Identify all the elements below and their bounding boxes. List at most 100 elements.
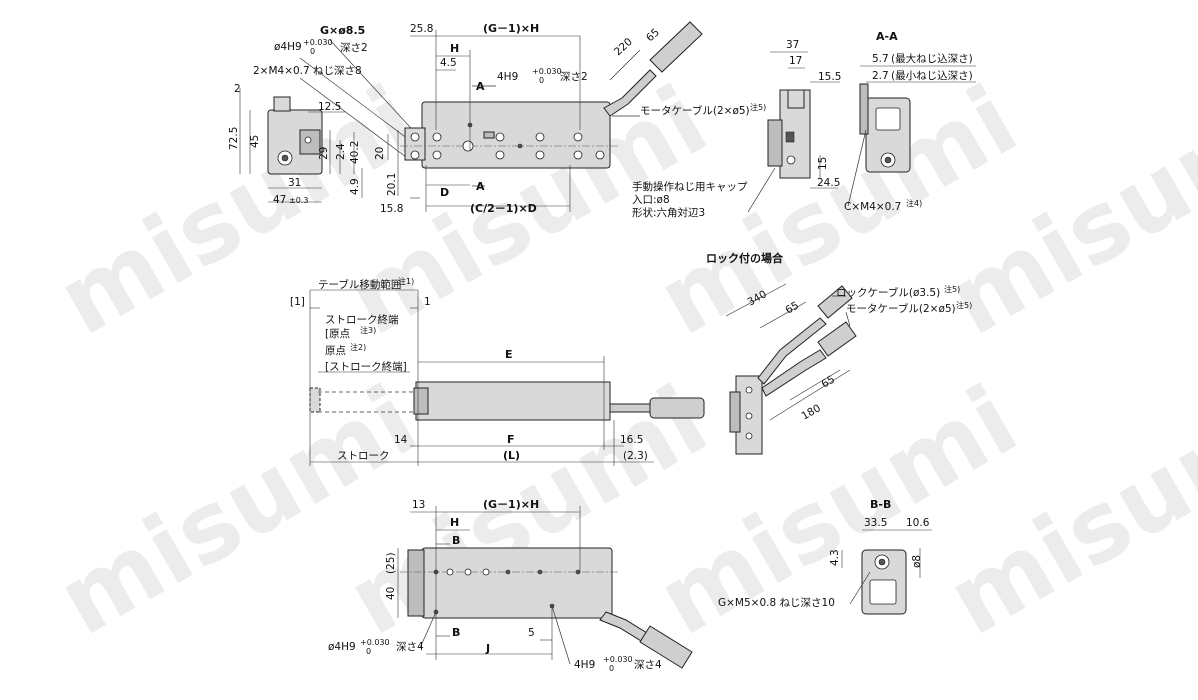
dim-16-5: 16.5 (620, 434, 643, 446)
dim-line (789, 369, 841, 401)
bracket-1: [1] (290, 296, 305, 308)
section-aa-title: A-A (876, 30, 898, 43)
note-5b: 注5) (956, 300, 972, 310)
bottom-view-body (421, 547, 613, 619)
motor-cable (603, 69, 657, 117)
dim-10-6: 10.6 (906, 517, 930, 529)
dim-d: D (440, 186, 449, 199)
dim-1: 1 (424, 296, 431, 308)
tol-top: +0.030 (303, 38, 333, 47)
lock-motor-cable (761, 349, 827, 397)
tol-bottom: 0 (310, 47, 315, 56)
section-bb-cavity (869, 579, 897, 605)
origin: 原点 (325, 345, 346, 357)
dim-14: 14 (394, 434, 408, 446)
dim-37: 37 (786, 39, 799, 51)
side-view-hole (786, 155, 796, 165)
hole (495, 150, 505, 160)
stroke-view-cable (609, 403, 651, 413)
hole (462, 140, 474, 152)
hole (432, 132, 442, 142)
dim-2: 2 (234, 83, 241, 95)
lock-cable (757, 317, 827, 385)
section-aa: A-A 5.7 (最大ねじ込深さ) 2.7 (最小ねじ込深さ) C×M4×0.7… (844, 30, 976, 213)
bottom-connector (639, 625, 693, 669)
manual-screw-1: 手動操作ねじ用キャップ (632, 180, 748, 193)
end-view-connector (273, 96, 291, 112)
dim-line (725, 283, 787, 317)
dim-g1h: (G－1)×H (483, 22, 539, 35)
dim-4-9: 4.9 (349, 178, 361, 195)
hole (745, 386, 753, 394)
tap-note: 2×M4×0.7 ねじ深さ8 (253, 65, 362, 77)
slot (483, 131, 495, 139)
leader (329, 39, 421, 139)
hole (464, 568, 472, 576)
bottom-tol-bottom-2: 0 (609, 664, 614, 673)
dim-c2d: (C/2－1)×D (470, 202, 537, 215)
pin-hole-4h9: 4H9 (497, 71, 518, 83)
g-holes: G×ø8.5 (320, 24, 365, 37)
bottom-pin-hole-2: 4H9 (574, 659, 595, 671)
plan-view-holes (410, 122, 605, 160)
hole (482, 568, 490, 576)
dim-4-3: 4.3 (829, 549, 841, 566)
pin-hole-label: ø4H9 (274, 41, 302, 53)
dim-15-5: 15.5 (818, 71, 841, 83)
dim-72-5: 72.5 (228, 127, 240, 150)
depth-2: 深さ2 (340, 42, 368, 54)
hole (535, 132, 545, 142)
dim-65b: 65 (820, 374, 838, 391)
dim-65a: 65 (784, 300, 802, 317)
min-depth: (最小ねじ込深さ) (891, 70, 973, 82)
dim-47: 47 (273, 194, 286, 206)
hole (745, 412, 753, 420)
hole (595, 150, 605, 160)
dim-f: F (507, 433, 515, 446)
dim-20: 20 (374, 147, 386, 160)
dim-e: E (505, 348, 513, 361)
stroke-end: ストローク終端 (325, 313, 399, 326)
stroke-view-body (415, 381, 611, 421)
stroke-label: ストローク (337, 450, 390, 462)
note-5a: 注5) (944, 284, 960, 294)
bottom-depth-4b: 深さ4 (634, 659, 662, 671)
dim-2-3: (2.3) (623, 450, 648, 462)
bottom-tol-top-2: +0.030 (603, 655, 633, 664)
section-aa-bore-inner (884, 156, 892, 164)
side-view-top (787, 89, 805, 109)
manual-screw-3: 形状:六角対辺3 (632, 206, 705, 219)
tol-top-2: +0.030 (532, 67, 562, 76)
hole (535, 150, 545, 160)
dim-40: 40 (385, 587, 397, 600)
dim-25: (25) (385, 552, 397, 574)
hole (573, 150, 583, 160)
end-view-hole (304, 136, 312, 144)
stroke-view-endcap (413, 387, 429, 415)
hole (517, 143, 523, 149)
note-5: 注5) (750, 102, 766, 112)
dim-24-5: 24.5 (817, 177, 840, 189)
note-3: 注3) (360, 325, 376, 335)
dim-2-4: 2.4 (335, 143, 347, 160)
table-range: テーブル移動範囲 (318, 278, 401, 291)
section-bb: B-B 33.5 10.6 4.3 ø8 G×M5×0.8 ねじ深さ10 (718, 498, 932, 615)
dim-45: 45 (249, 135, 261, 148)
end-view-bore-inner (281, 154, 289, 162)
dim-17: 17 (789, 55, 802, 67)
depth-2b: 深さ2 (560, 71, 588, 83)
bottom-depth-4: 深さ4 (396, 641, 424, 653)
lock-motor-cable-label: モータケーブル(2×ø5) (846, 302, 956, 315)
dim-20-1: 20.1 (386, 173, 398, 196)
motor-connector (649, 21, 703, 73)
hole (573, 132, 583, 142)
leader (849, 571, 871, 605)
manual-screw-2: 入口:ø8 (632, 194, 670, 206)
bottom-view-endcap (407, 549, 425, 617)
dim-line (769, 369, 851, 421)
stroke-view-ghost (309, 387, 321, 413)
origin-bracket: [原点 (325, 328, 350, 340)
bottom-dim-b2: B (452, 626, 460, 639)
dim-2-7: 2.7 (872, 70, 889, 82)
